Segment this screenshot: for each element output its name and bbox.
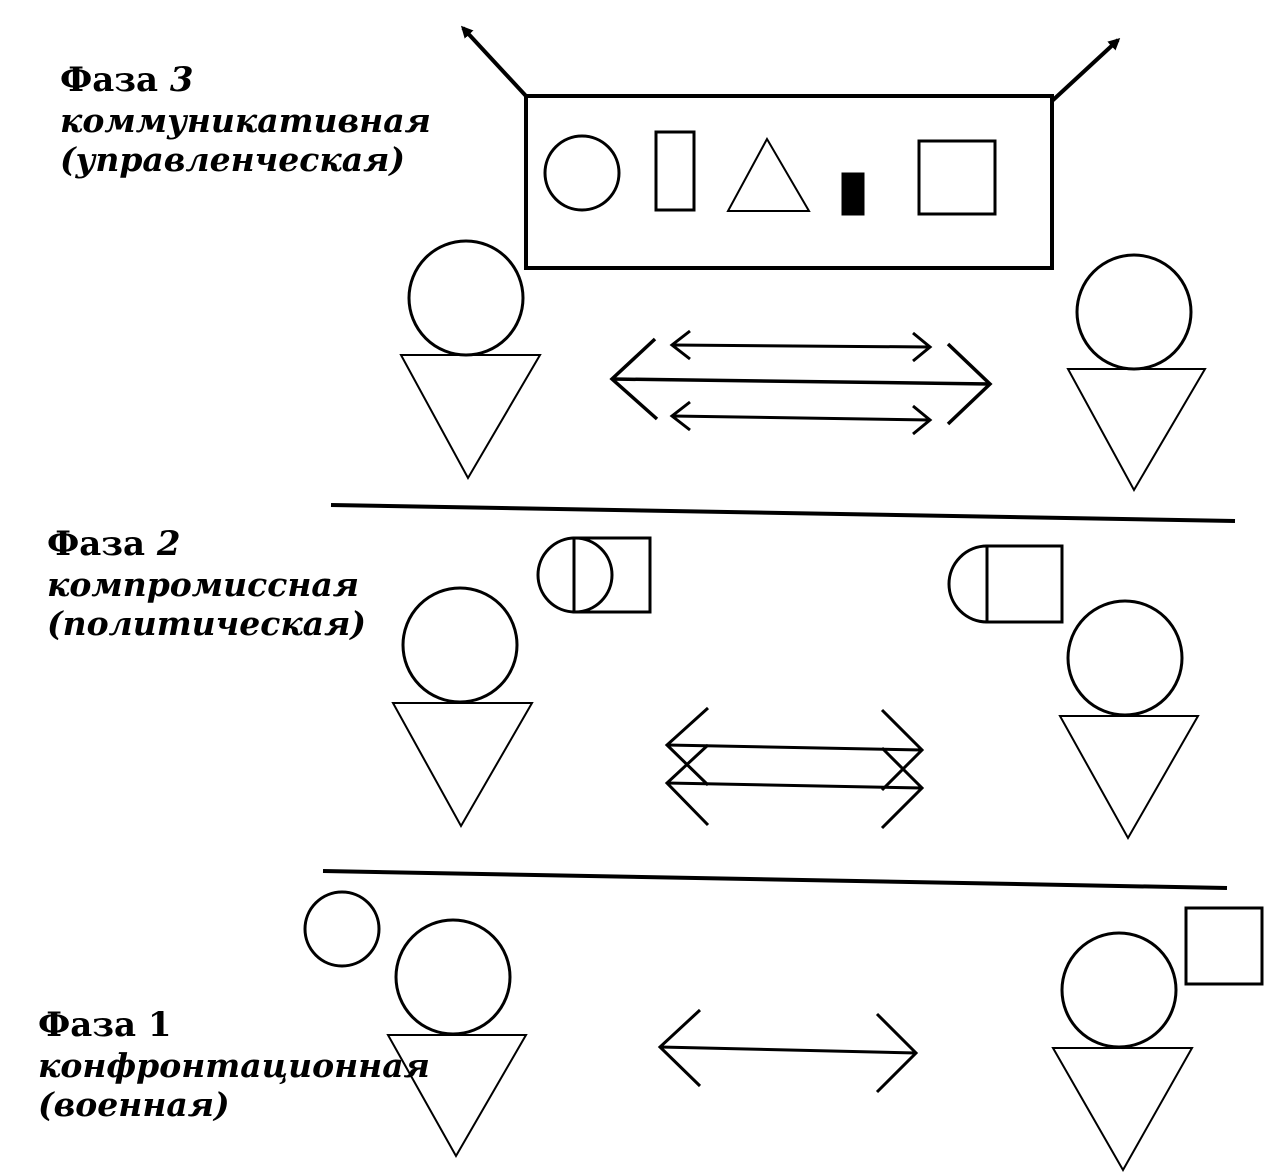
phase3-group [401, 25, 1205, 490]
double-arrow-icon [672, 331, 930, 361]
triangle-icon [728, 139, 809, 211]
person-figure-icon [401, 241, 540, 478]
phase2-group [393, 538, 1198, 838]
square-icon [1186, 908, 1262, 984]
phase-subtitle: конфронтационная [38, 1045, 430, 1085]
double-arrow-icon [667, 745, 922, 828]
person-figure-icon [1053, 933, 1192, 1170]
person-figure-icon [388, 920, 526, 1156]
phase2-label: Фаза 2 компромиссная (политическая) [47, 524, 366, 644]
semicircle-square-icon [949, 546, 1062, 622]
circle-square-icon [538, 538, 650, 612]
rectangle-icon [656, 132, 694, 210]
divider [331, 505, 1235, 521]
shared-frame [526, 96, 1052, 268]
double-arrow-icon [612, 339, 990, 424]
circle-icon [305, 892, 379, 966]
phase-subtitle: коммуникативная [60, 100, 431, 140]
phase1-label: Фаза 1 конфронтационная (военная) [38, 1005, 430, 1125]
phase1-group [305, 892, 1262, 1170]
person-figure-icon [1068, 255, 1205, 490]
square-icon [919, 141, 995, 214]
divider [323, 871, 1227, 888]
circle-icon [545, 136, 619, 210]
phase-subtitle: (политическая) [47, 604, 366, 644]
arrow-up-left-icon [460, 25, 526, 96]
small-filled-rect-icon [843, 174, 863, 214]
double-arrow-icon [667, 708, 922, 790]
phase-subtitle: компромиссная [47, 564, 360, 604]
double-arrow-icon [660, 1010, 916, 1092]
double-arrow-icon [672, 402, 930, 434]
arrow-up-right-icon [1052, 37, 1121, 101]
phase-subtitle: (управленческая) [60, 140, 405, 180]
phase3-label: Фаза 3 коммуникативная (управленческая) [60, 60, 431, 180]
phase-subtitle: (военная) [38, 1085, 230, 1125]
phase-title: Фаза 1 [38, 1005, 172, 1045]
phase-title: Фаза 3 [60, 60, 194, 100]
person-figure-icon [1060, 601, 1198, 838]
person-figure-icon [393, 588, 532, 826]
phase-title: Фаза 2 [47, 524, 181, 564]
